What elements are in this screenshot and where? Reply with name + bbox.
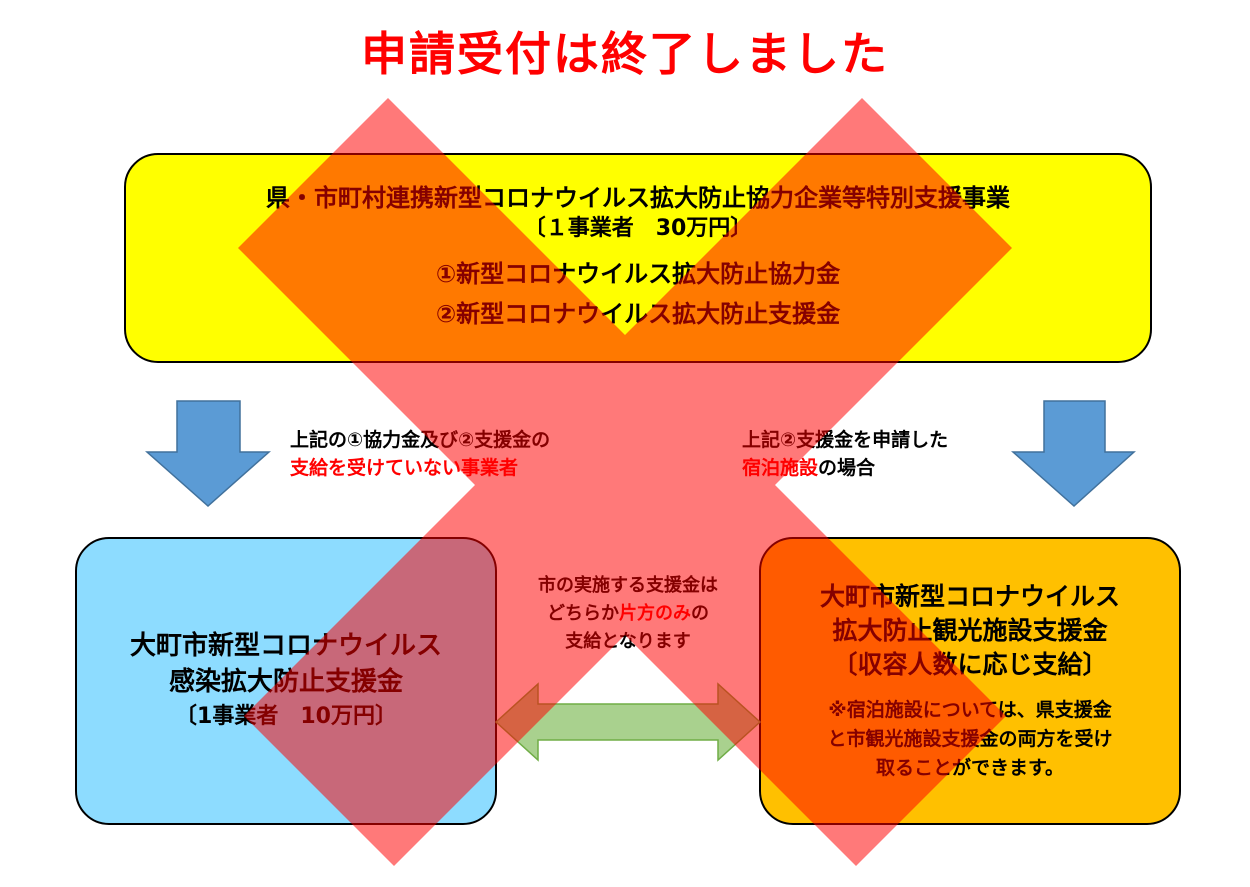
right-down-arrow-icon bbox=[1011, 400, 1136, 508]
left-right-arrow-icon bbox=[494, 682, 762, 762]
closed-banner: 申請受付は終了しました bbox=[361, 27, 889, 81]
